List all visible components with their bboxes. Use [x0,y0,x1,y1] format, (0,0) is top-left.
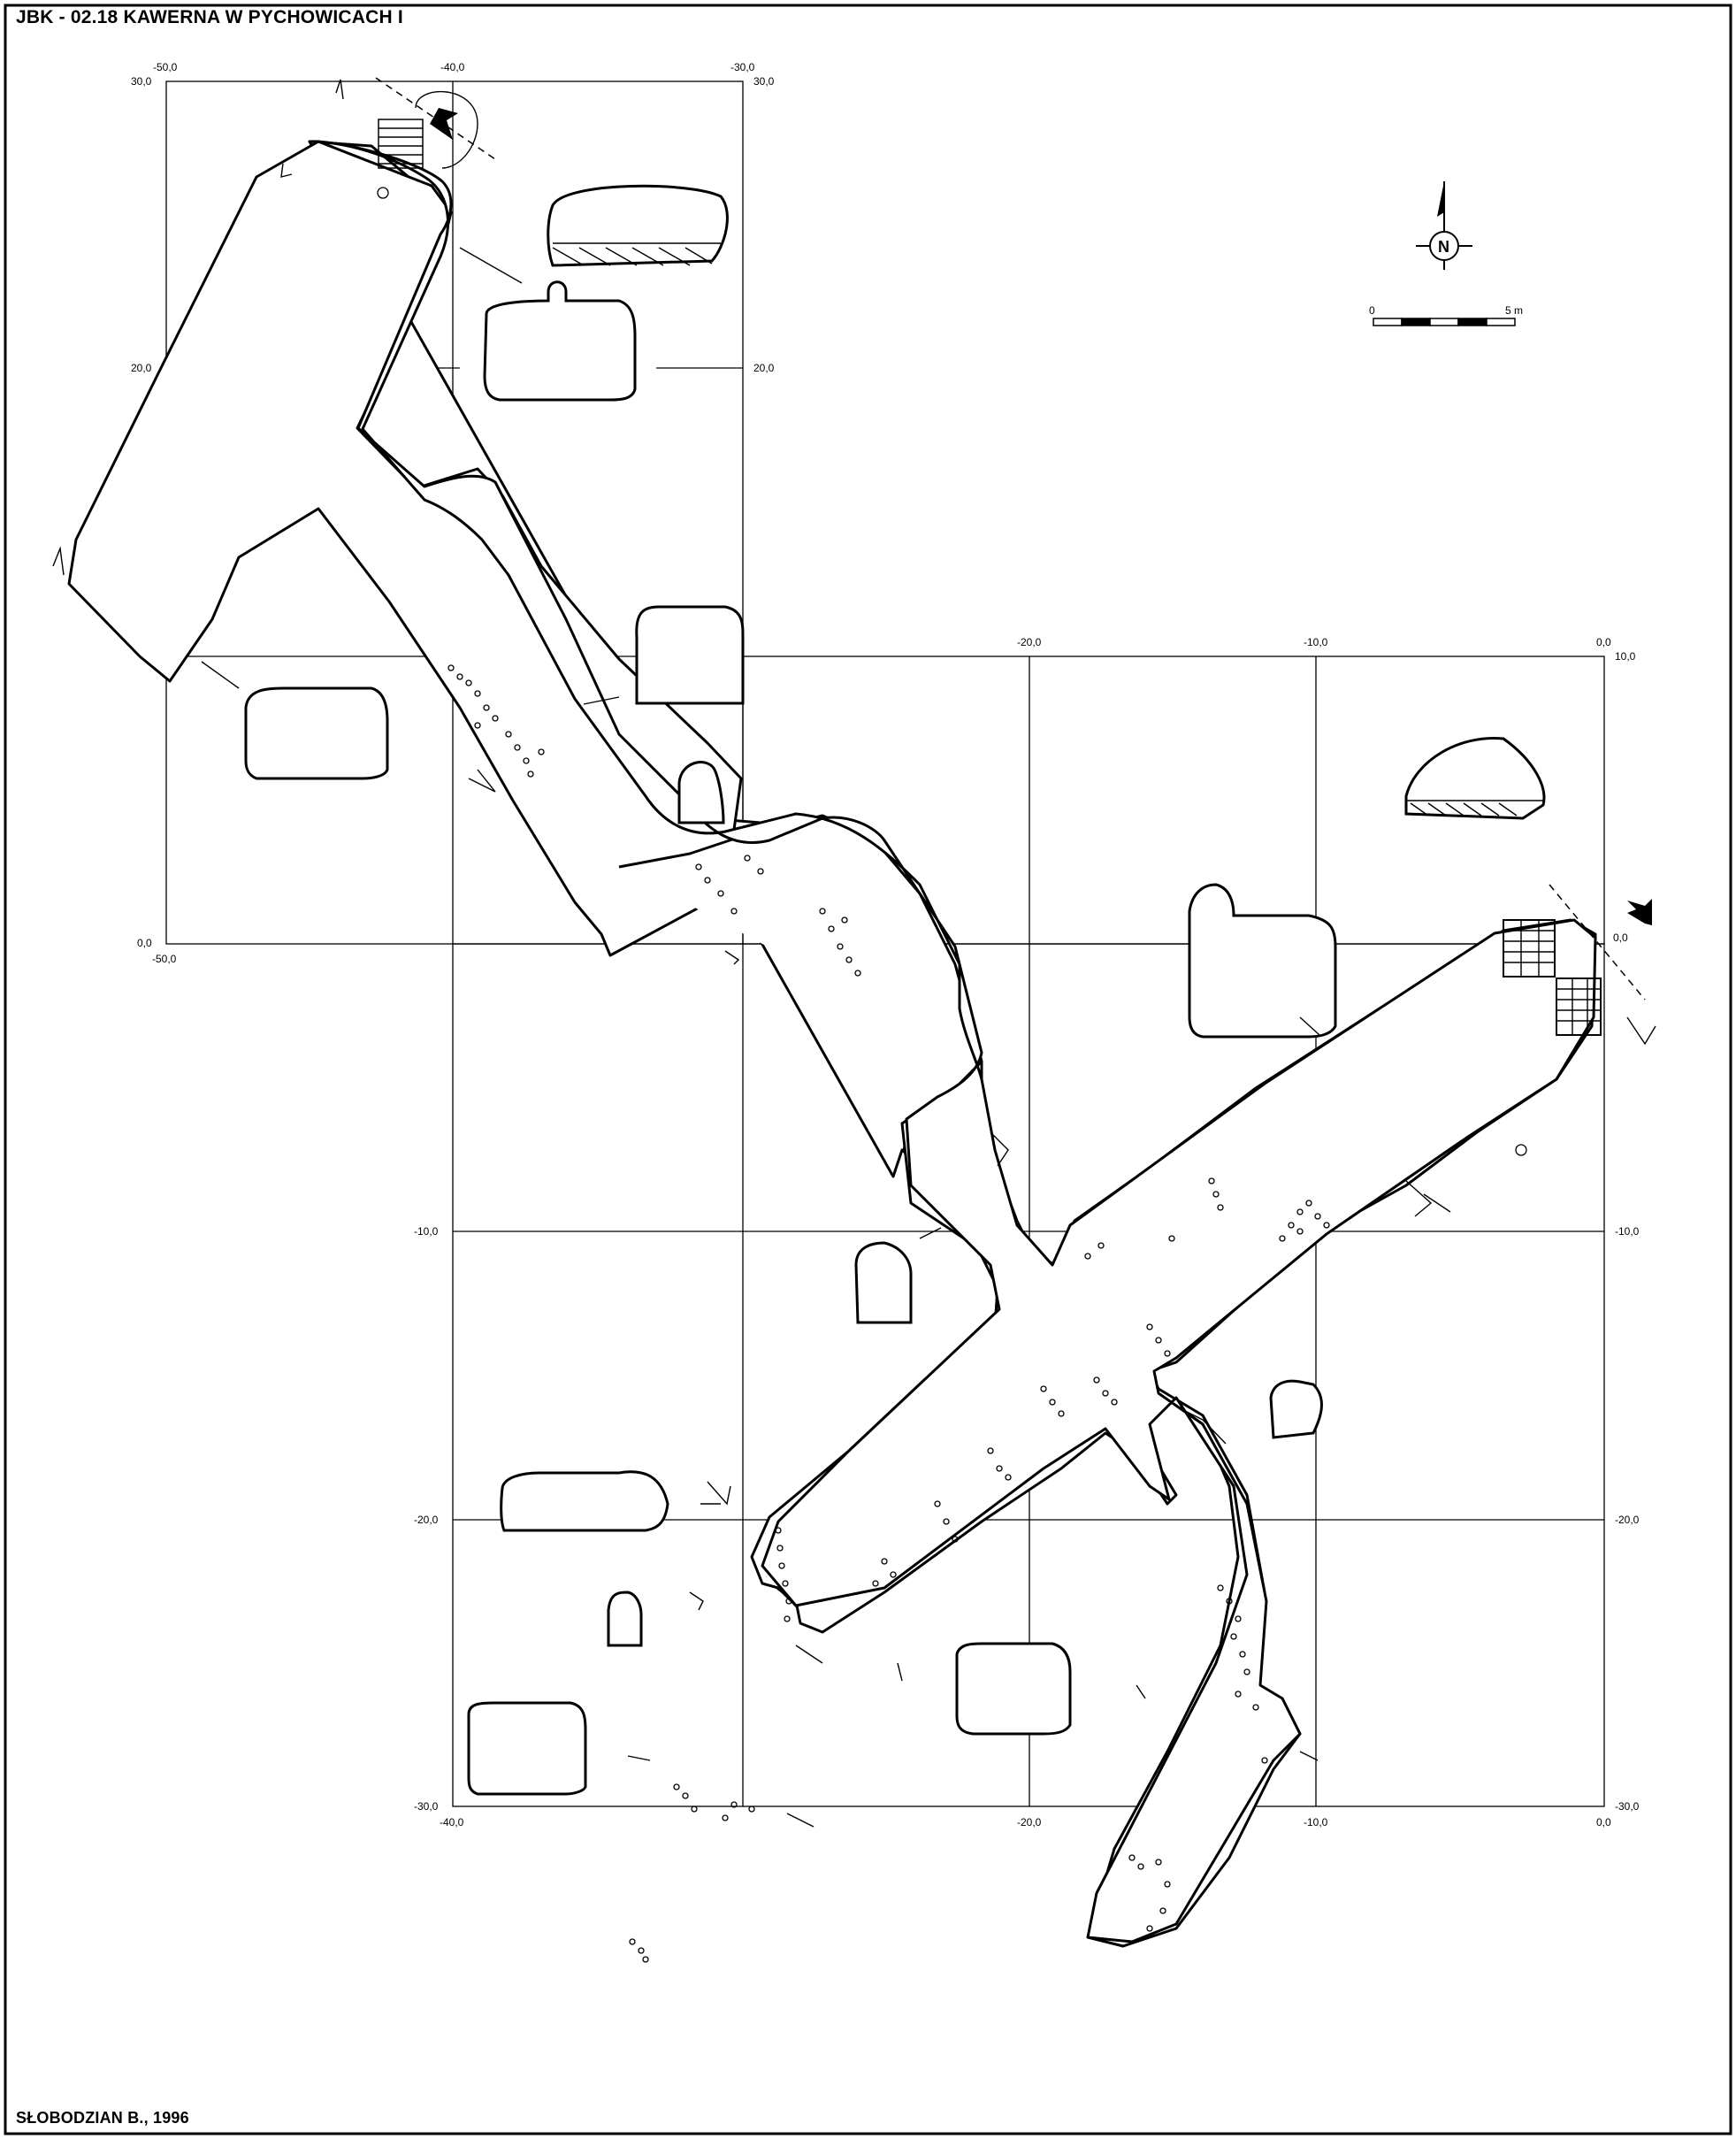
grid-label-x-bottom: -40,0 [440,1816,464,1828]
grid-label-x-bottom: -10,0 [1304,1816,1328,1828]
grid-label-x-top: -20,0 [1017,636,1042,648]
grid-label-y-left: -10,0 [414,1225,439,1238]
entrance-walls [375,77,1652,1036]
cave-main-outline [308,140,1597,1944]
entrance-arrow-right [1627,899,1652,925]
brick-wall-right-upper [1503,919,1556,978]
grid-label-x-bottom: -50,0 [152,953,177,965]
cross-section [607,1591,643,1647]
cross-section [635,605,745,705]
grid-label-y-right: -10,0 [1615,1225,1640,1238]
grid-label-y-left: 20,0 [131,362,152,374]
grid-label-y-left: -30,0 [414,1800,439,1813]
grid-label-y-right: 30,0 [753,75,775,88]
grid-label-x-top: 0,0 [1596,636,1611,648]
cross-section [500,1470,669,1532]
cross-section [467,1701,587,1796]
map-title: JBK - 02.18 KAWERNA W PYCHOWICACH I [16,7,403,27]
cross-section [854,1241,913,1324]
grid-label-y-right: 10,0 [1615,650,1636,663]
cross-section [547,184,729,267]
debris-rubble [377,187,1527,1963]
grid-labels: -50,0 -40,0 -30,0 30,0 30,0 20,0 20,0 0,… [131,61,1640,1828]
grid-label-y-right: 20,0 [753,362,775,374]
entrance-arrow-top [430,108,458,140]
cross-section [1188,883,1337,1039]
grid-label-x-top: -40,0 [440,61,465,73]
north-arrow: N [1416,181,1472,270]
brick-wall-right-lower [1556,978,1602,1036]
cross-sections [244,184,1546,1796]
brick-wall-top [378,119,424,169]
grid-label-x-bottom: -20,0 [1017,1816,1042,1828]
scale-bar: 0 5 m [1369,304,1523,326]
grid-label-x-top: -30,0 [730,61,755,73]
north-label: N [1438,238,1449,256]
cross-section [1269,1379,1323,1439]
grid-label-y-left: 0,0 [137,937,152,949]
cross-section [677,761,725,824]
grid-label-x-bottom: 0,0 [1596,1816,1611,1828]
cross-section [1404,736,1546,820]
scale-start-label: 0 [1369,304,1375,317]
cross-section [483,280,637,402]
grid-label-y-right: -30,0 [1615,1800,1640,1813]
grid-label-y-left: -20,0 [414,1514,439,1526]
cross-section [955,1642,1072,1736]
author-credit: SŁOBODZIAN B., 1996 [16,2109,189,2127]
grid-label-x-top: -10,0 [1304,636,1328,648]
scale-end-label: 5 m [1505,304,1523,317]
cross-section [244,686,389,780]
entrance-coordinate-label: 0,0 [1613,932,1628,944]
cave-plan-outline [308,140,1597,1944]
grid-label-x-top: -50,0 [153,61,178,73]
section-markers [52,79,1656,1828]
grid-label-y-right: -20,0 [1615,1514,1640,1526]
grid-label-y-left: 30,0 [131,75,152,88]
